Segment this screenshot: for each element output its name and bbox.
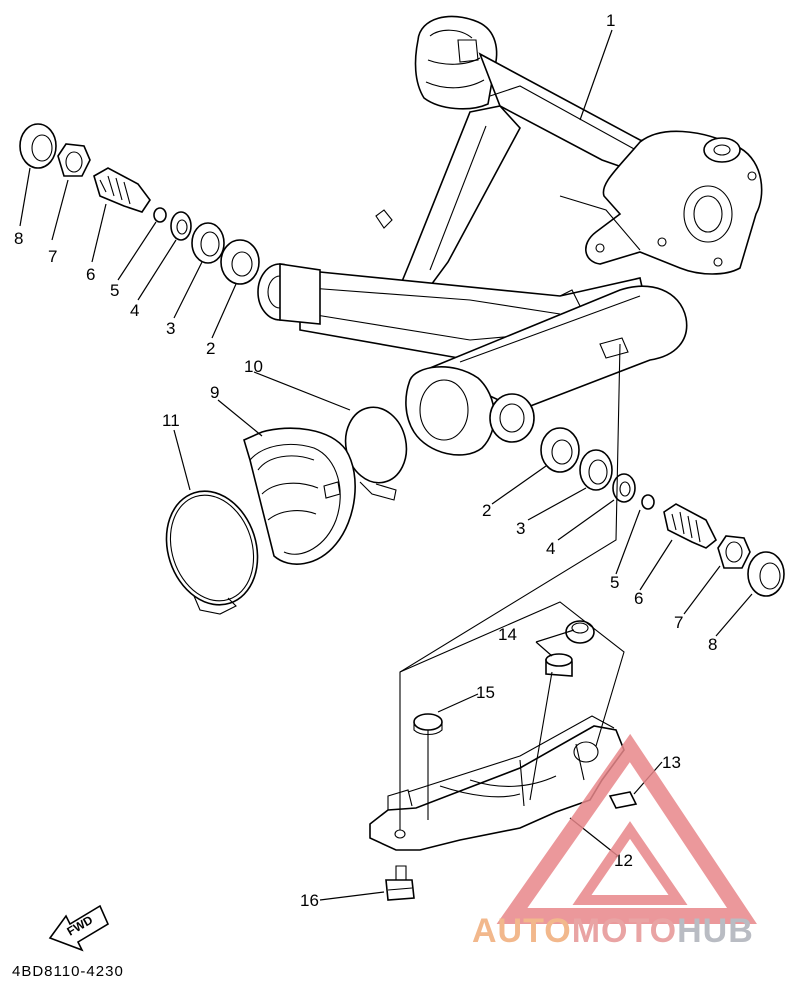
collar-left [170,211,192,241]
callout-7-right: 7 [674,613,683,632]
cap-15 [413,713,443,731]
callout-4-right: 4 [546,539,555,558]
callout-2-left-8: 8 [14,229,23,248]
pivot-shaft-left [93,167,151,213]
callout-5-left: 5 [110,281,119,300]
callout-5-right: 5 [610,573,619,592]
swingarm [257,15,763,456]
watermark-logo-icon [496,733,757,924]
boot-assembly [165,406,408,615]
pad-13 [608,791,638,809]
callout-11: 11 [162,411,180,430]
callout-3-right: 3 [516,519,525,538]
callout-12: 12 [614,851,633,870]
o-ring-left [153,207,167,223]
oil-seal-left [19,123,57,169]
left-bearing-stack [19,123,260,285]
oil-seal-right [747,551,785,597]
callout-7-left: 7 [48,247,57,266]
bearing-left [220,239,260,285]
callout-1: 1 [606,11,615,30]
callout-14: 14 [498,625,517,644]
callout-13: 13 [662,753,681,772]
callout-2-left: 2 [206,339,215,358]
callout-4-left: 4 [130,301,139,320]
callout-6-right: 6 [634,589,643,608]
callout-2-right: 2 [482,501,491,520]
bearing-right [540,427,580,473]
callout-10: 10 [244,357,263,376]
callout-15: 15 [476,683,495,702]
nut-right [717,535,751,569]
collar-right [612,473,636,503]
document-code: 4BD8110-4230 [12,963,124,980]
seal-right [579,449,613,491]
boot-9 [243,427,356,565]
watermark-brand: AUTOMOTOHUB [472,912,754,951]
band-11 [165,490,259,606]
callout-16: 16 [300,891,319,910]
callout-3-left: 3 [166,319,175,338]
callout-6-left: 6 [86,265,95,284]
nut-left [57,143,91,177]
callout-8-right: 8 [708,635,717,654]
watermark-moto: MOTO [571,912,678,950]
o-ring-right [641,494,655,510]
fwd-arrow-icon: FWD [48,904,110,952]
bushing-14a [565,620,595,644]
watermark-hub: HUB [677,912,754,950]
watermark-auto: AUTO [472,912,572,950]
leader-lines [19,29,753,901]
right-bearing-stack [540,427,785,597]
callout-9: 9 [210,383,219,402]
callouts: 1 8 7 6 5 4 3 2 10 9 11 2 3 4 5 6 7 8 14… [14,11,717,910]
